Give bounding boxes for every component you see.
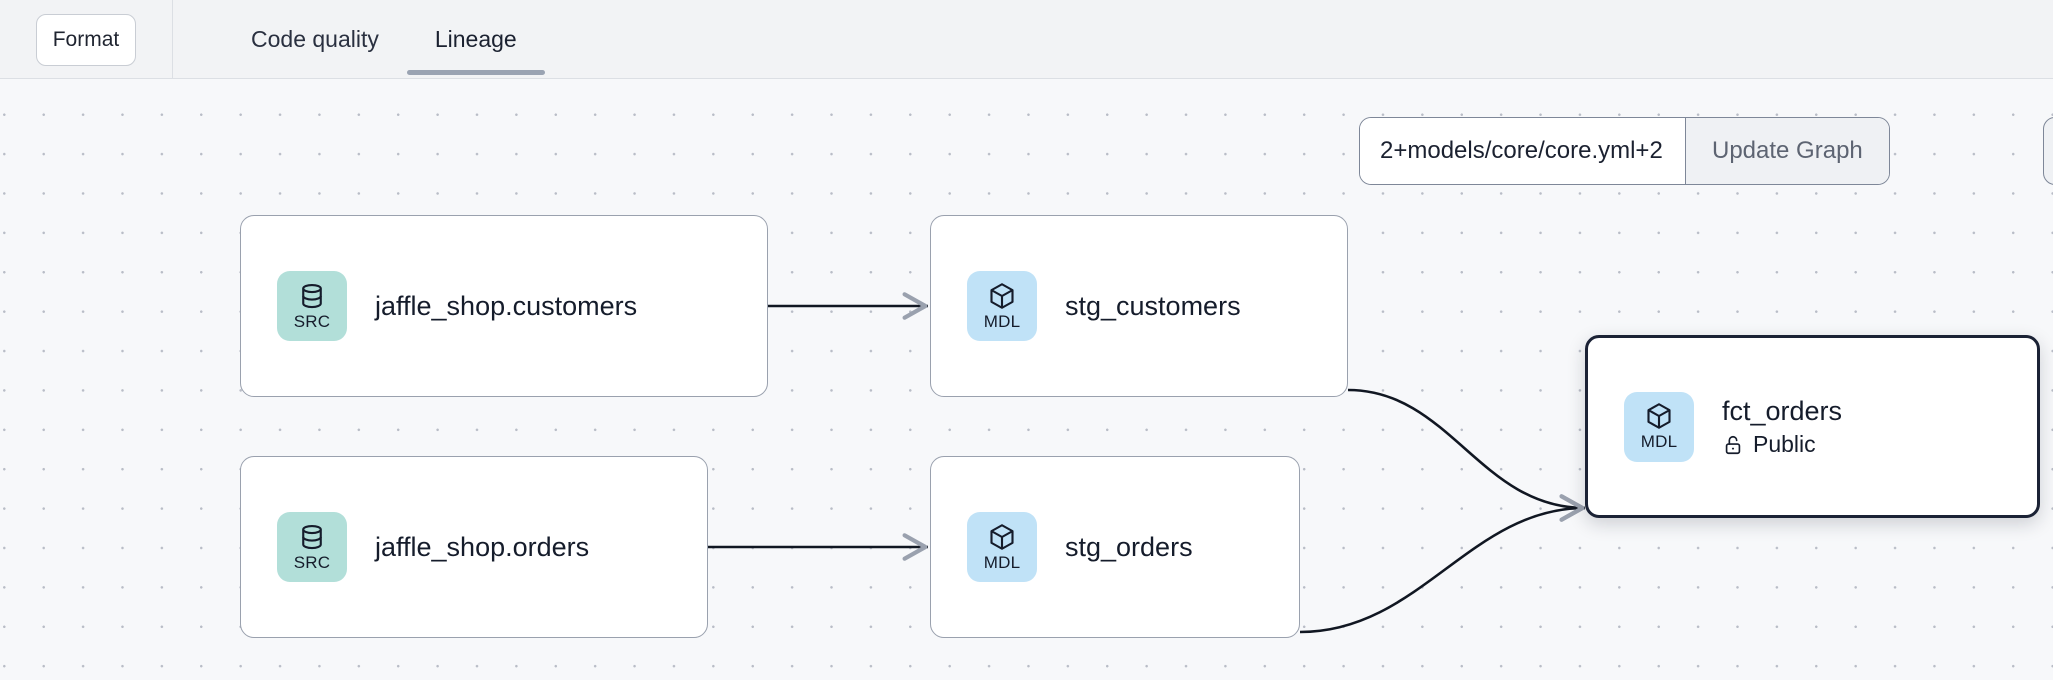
node-title: stg_orders [1065, 531, 1193, 562]
cube-icon [1647, 403, 1671, 429]
editor-toolbar: Format Code quality Lineage [0, 0, 2053, 79]
database-icon [302, 283, 322, 308]
update-graph-button[interactable]: Update Graph [1685, 118, 1889, 184]
toolbar-left-group: Format [0, 0, 173, 79]
overflow-panel[interactable] [2043, 117, 2053, 185]
lineage-edges [707, 292, 1586, 634]
badge-mdl: MDL [967, 512, 1037, 582]
edge-stg-orders-to-fct-orders [1299, 494, 1586, 634]
lineage-node-stg-orders[interactable]: MDL stg_orders [930, 456, 1300, 638]
graph-selector-control: Update Graph [1359, 117, 1890, 185]
badge-mdl-label: MDL [1640, 432, 1678, 451]
lineage-node-jaffle-shop-orders[interactable]: SRC jaffle_shop.orders [240, 456, 708, 638]
badge-mdl: MDL [1624, 391, 1694, 462]
node-body: stg_customers [1065, 290, 1241, 322]
node-access-row: Public [1722, 431, 1842, 458]
lineage-node-jaffle-shop-customers[interactable]: SRC jaffle_shop.customers [240, 215, 768, 397]
tab-code-quality[interactable]: Code quality [251, 26, 379, 52]
node-body: jaffle_shop.orders [375, 531, 589, 563]
lineage-node-fct-orders[interactable]: MDL fct_orders Public [1585, 335, 2040, 518]
toolbar-divider [0, 78, 2053, 79]
node-title: jaffle_shop.orders [375, 531, 590, 562]
node-title: stg_customers [1065, 290, 1241, 321]
badge-mdl: MDL [967, 271, 1037, 341]
edge-stg-customers-to-fct-orders [1347, 388, 1586, 522]
badge-mdl-label: MDL [983, 552, 1021, 572]
badge-src-label: SRC [293, 552, 331, 572]
graph-selector-input[interactable] [1360, 118, 1685, 184]
tab-bar: Code quality Lineage [173, 0, 545, 79]
tab-lineage[interactable]: Lineage [406, 0, 545, 79]
format-button[interactable]: Format [36, 13, 136, 66]
cube-icon [990, 282, 1014, 309]
node-body: fct_orders Public [1722, 395, 1842, 458]
badge-src: SRC [277, 512, 347, 582]
badge-src-label: SRC [293, 311, 331, 331]
cube-icon [990, 523, 1014, 550]
badge-src: SRC [277, 271, 347, 341]
unlock-icon [1725, 435, 1741, 454]
node-title: jaffle_shop.customers [375, 290, 638, 321]
badge-mdl-label: MDL [983, 311, 1021, 331]
lineage-node-stg-customers[interactable]: MDL stg_customers [930, 215, 1348, 397]
database-icon [302, 524, 322, 549]
node-body: jaffle_shop.customers [375, 290, 637, 322]
lineage-canvas[interactable]: SRC jaffle_shop.customers SRC jaffle_sho… [0, 79, 2053, 680]
node-title: fct_orders [1722, 395, 1843, 426]
node-access-label: Public [1753, 431, 1816, 458]
node-body: stg_orders [1065, 531, 1193, 563]
